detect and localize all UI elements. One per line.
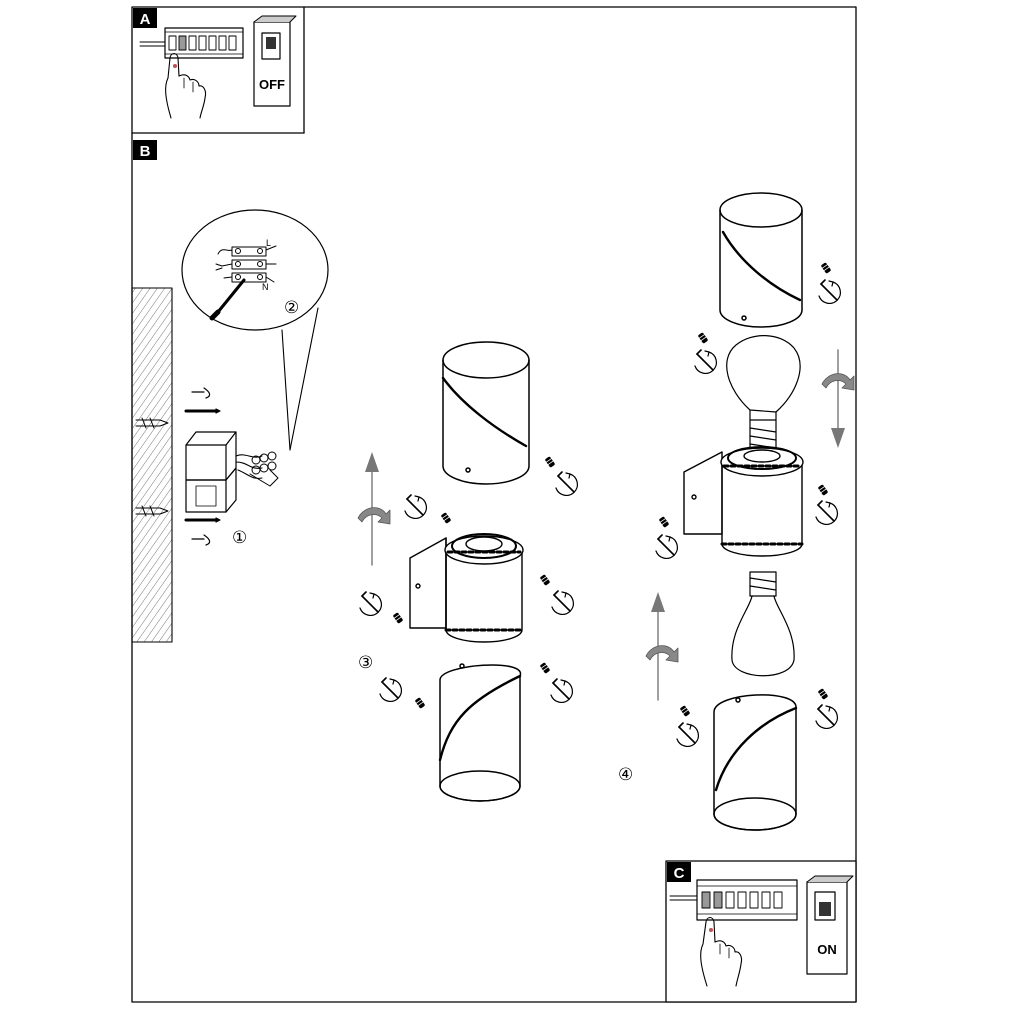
diagram-frame bbox=[131, 6, 857, 1003]
switch-off-label: OFF bbox=[259, 77, 285, 92]
lower-shade-middle bbox=[438, 663, 522, 802]
light-bulb-upper bbox=[726, 335, 801, 451]
hand-pressing-breaker-c bbox=[700, 916, 743, 987]
switch-off: OFF bbox=[253, 15, 297, 107]
lamp-body-right bbox=[683, 446, 804, 557]
panel-b-letter: B bbox=[140, 143, 151, 160]
mounting-bracket-junction bbox=[185, 431, 237, 513]
lower-shade-right bbox=[713, 694, 798, 831]
hand-pressing-breaker-a bbox=[165, 52, 207, 119]
panel-b: B bbox=[133, 140, 157, 160]
panel-a-badge bbox=[133, 8, 157, 28]
upper-shade-middle bbox=[441, 341, 530, 485]
mounting-screws bbox=[184, 387, 221, 546]
switch-on: ON bbox=[806, 875, 854, 975]
neutral-terminal-label: N bbox=[262, 282, 269, 292]
breaker-panel-c bbox=[669, 879, 798, 921]
rotation-arrow-right-top bbox=[821, 349, 855, 448]
breaker-panel-a bbox=[139, 27, 244, 59]
step-3-number: ③ bbox=[358, 653, 373, 673]
wiring-detail-bubble: L N bbox=[181, 209, 329, 451]
lamp-body-middle bbox=[409, 533, 524, 643]
panel-c-letter: C bbox=[674, 865, 685, 882]
step-4-number: ④ bbox=[618, 765, 633, 785]
panel-a-letter: A bbox=[140, 11, 151, 28]
step-2-number: ② bbox=[284, 298, 299, 318]
step-1-number: ① bbox=[232, 528, 247, 548]
panel-c-badge bbox=[667, 862, 691, 882]
wall-plugs bbox=[135, 417, 169, 517]
rotation-arrow-right-bottom bbox=[645, 592, 679, 701]
screws-and-keys-middle bbox=[359, 455, 579, 710]
light-bulb-lower bbox=[731, 571, 795, 677]
panel-b-badge bbox=[133, 140, 157, 160]
wall-section bbox=[131, 287, 173, 643]
switch-on-label: ON bbox=[817, 942, 837, 957]
panel-a: A OFF bbox=[131, 6, 305, 134]
terminal-block bbox=[235, 451, 279, 487]
rotation-arrow-middle bbox=[357, 452, 391, 566]
panel-c: C ON bbox=[665, 860, 857, 1003]
live-terminal-label: L bbox=[266, 238, 271, 248]
upper-shade-right bbox=[719, 192, 803, 328]
